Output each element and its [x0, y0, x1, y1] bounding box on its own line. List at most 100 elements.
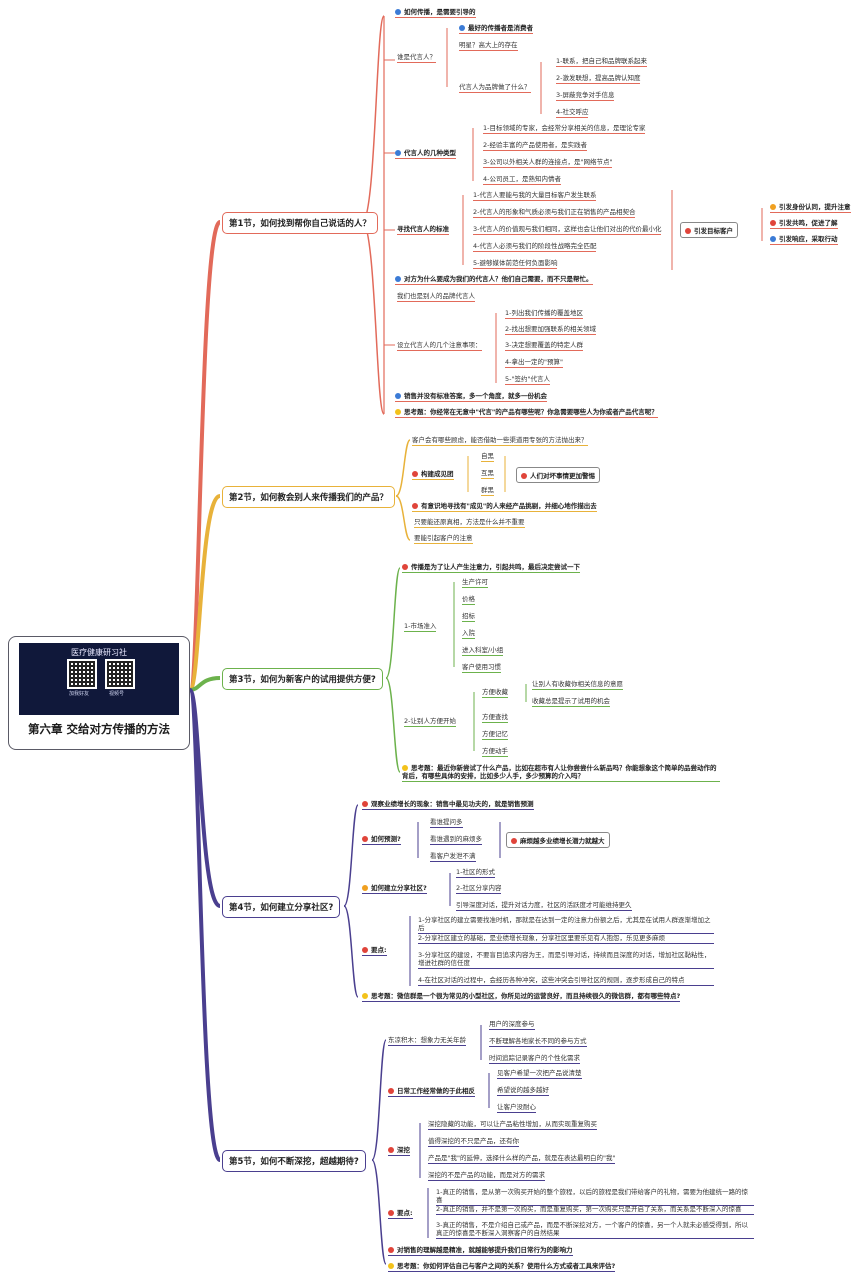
s5-dig-item[interactable]: 产品是"我"的延伸，选择什么样的产品，就是在表达最明白的"我" — [428, 1154, 616, 1164]
s1-note-item[interactable]: 2-找出想要加强联系的相关领域 — [505, 325, 596, 335]
s2-build-label[interactable]: 构建成见团 — [412, 470, 454, 480]
s4-build-item[interactable]: 引导深度对话，提升对话力度，社区的活跃度才可能维持更久 — [456, 901, 632, 911]
s4-key-label[interactable]: 要点: — [362, 946, 387, 956]
s1-criteria-item[interactable]: 1-代言人要能与我的大量目标客户发生联系 — [473, 191, 597, 201]
s3-other[interactable]: 方便记忆 — [482, 730, 508, 740]
s3-other[interactable]: 方便查找 — [482, 713, 508, 723]
s4-build-item[interactable]: 2-社区分享内容 — [456, 884, 502, 894]
s4-callout[interactable]: 麻烦越多业绩增长潜力就越大 — [506, 832, 610, 848]
s1-why-question[interactable]: 对方为什么要成为我们的代言人？他们自己需要，而不只是帮忙。 — [395, 275, 593, 285]
s2-callout[interactable]: 人们对坏事情更加警惕 — [516, 467, 600, 483]
s2-group[interactable]: 群黑 — [481, 486, 494, 496]
s1-note-item[interactable]: 3-决定想要覆盖的特定人群 — [505, 341, 583, 351]
s1-criteria-item[interactable]: 5-避够媒体前范任何负面影响 — [473, 259, 558, 269]
s3-think[interactable]: 思考题：最近你新尝试了什么产品，比如在超市有人让你尝尝什么新品吗？你能想象这个简… — [402, 764, 720, 782]
s5-daily-item[interactable]: 让客户没耐心 — [497, 1103, 536, 1113]
s1-we-are[interactable]: 我们也是别人的品牌代言人 — [397, 292, 475, 302]
s5-daily-item[interactable]: 希望说的越多越好 — [497, 1086, 549, 1096]
s4-key-item[interactable]: 3-分享社区的建设，不要盲目追求内容为王，而是引导对话，持续而且深度的对话，增加… — [418, 951, 714, 969]
s1-note-item[interactable]: 4-拿出一定的"预算" — [505, 358, 563, 368]
s1-what-label[interactable]: 代言人为品牌做了什么？ — [459, 83, 531, 93]
s1-notes-label[interactable]: 设立代言人的几个注意事项： — [397, 341, 482, 351]
s2-group[interactable]: 互黑 — [481, 469, 494, 479]
s4-observe[interactable]: 观察业绩增长的现象：销售中最见功夫的，就是销售预测 — [362, 800, 534, 810]
s5-daily-label[interactable]: 日常工作经常做的于此相反 — [388, 1087, 475, 1097]
s1-what-item[interactable]: 3-屏蔽竞争对手信息 — [556, 91, 615, 101]
s1-best-spreader[interactable]: 最好的传播者是消费者 — [459, 24, 533, 34]
s3-market-label[interactable]: 1-市场准入 — [404, 622, 437, 632]
s2-sub[interactable]: 只要能还原真相，方法是什么并不重要 — [414, 518, 525, 528]
section-5-title[interactable]: 第5节，如何不断深挖，超越期待? — [222, 1150, 366, 1172]
s1-what-item[interactable]: 2-激发联想，提高品牌认知度 — [556, 74, 641, 84]
s1-attract-item[interactable]: 引发响应，采取行动 — [770, 235, 838, 245]
s4-predict-label[interactable]: 如何预测? — [362, 835, 401, 845]
s3-market-item[interactable]: 招标 — [462, 612, 475, 622]
s1-type-item[interactable]: 2-经验丰富的产品使用者，是实践者 — [483, 141, 587, 151]
s1-attract-label[interactable]: 引发目标客户 — [680, 222, 738, 238]
s5-key-label[interactable]: 要点: — [388, 1209, 413, 1219]
section-1-title[interactable]: 第1节，如何找到帮你自己说话的人？ — [222, 212, 378, 234]
s5-dongtao-item[interactable]: 时间追踪记录客户的个性化需求 — [489, 1054, 580, 1064]
s5-dig-item[interactable]: 值得深挖的不只是产品，还有你 — [428, 1137, 519, 1147]
s3-market-item[interactable]: 客户使用习惯 — [462, 663, 501, 673]
s5-think[interactable]: 思考题：你如何评估自己与客户之间的关系？使用什么方式或者工具来评估? — [388, 1262, 616, 1272]
section-4-title[interactable]: 第4节，如何建立分享社区? — [222, 896, 341, 918]
s4-predict-item[interactable]: 看客户发泄不满 — [430, 852, 476, 862]
s1-types-label[interactable]: 代言人的几种类型 — [395, 149, 456, 159]
s4-think[interactable]: 思考题：微信群是一个很为常见的小型社区，你所见过的运营良好，而且持续很久的微信群… — [362, 992, 681, 1002]
s3-market-item[interactable]: 生产许可 — [462, 578, 488, 588]
s1-no-standard[interactable]: 销售并没有标准答案，多一个角度，就多一份机会 — [395, 392, 547, 402]
s5-dig-item[interactable]: 深挖的不是产品的功能，而是对方的需求 — [428, 1171, 545, 1181]
s5-dongtao-item[interactable]: 用户的深度参与 — [489, 1020, 535, 1030]
s3-spread[interactable]: 传播是为了让人产生注意力，引起共鸣，最后决定尝试一下 — [402, 563, 580, 573]
s1-who-label[interactable]: 谁是代言人？ — [397, 53, 436, 63]
s3-other[interactable]: 方便动手 — [482, 747, 508, 757]
s5-dig-label[interactable]: 深挖 — [388, 1146, 410, 1156]
s1-what-item[interactable]: 4-社交呼应 — [556, 108, 589, 118]
s3-market-item[interactable]: 价格 — [462, 595, 475, 605]
s1-type-item[interactable]: 3-公司以外相关人群的连接点，是"网络节点" — [483, 158, 613, 168]
s1-criteria-item[interactable]: 4-代言人必须与我们的阶段性战略完全匹配 — [473, 242, 597, 252]
s5-dongtao[interactable]: 东凉积木：想象力无关年龄 — [388, 1036, 466, 1046]
s5-dig-item[interactable]: 深挖隐藏的功能，可以让产品粘性增加，从而实现重复购买 — [428, 1120, 597, 1130]
s4-key-item[interactable]: 4-在社区对话的过程中，会经历各种冲突，这些冲突会引导社区的规则，逐步形成自己的… — [418, 976, 714, 986]
s4-key-item[interactable]: 2-分享社区建立的基础，是业绩增长现象，分享社区里要乐见有人抱怨，乐见更多麻烦 — [418, 934, 714, 944]
section-3-title[interactable]: 第3节，如何为新客户的试用提供方便? — [222, 668, 383, 690]
s2-sub[interactable]: 要能引起客户的注意 — [414, 534, 473, 544]
s3-market-item[interactable]: 进入科室/小组 — [462, 646, 504, 656]
s3-start-label[interactable]: 2-让别人方便开始 — [404, 717, 456, 727]
s5-key-item[interactable]: 1-真正的销售，是从第一次购买开始的整个旅程，以后的旅程是我们带给客户的礼物，需… — [436, 1188, 754, 1206]
s3-convenience[interactable]: 方便收藏 — [482, 688, 508, 698]
s1-criteria-label[interactable]: 寻找代言人的标准 — [397, 225, 449, 235]
s1-attract-item[interactable]: 引发身份认同，提升注意 — [770, 203, 851, 213]
s1-note-item[interactable]: 1-列出我们传播的覆盖地区 — [505, 309, 583, 319]
s1-criteria-item[interactable]: 2-代言人的形象和气质必须与我们正在销售的产品相契合 — [473, 208, 636, 218]
s4-build-label[interactable]: 如何建立分享社区? — [362, 884, 427, 894]
s5-key-item[interactable]: 3-真正的销售，不是介绍自己或产品，而是不断深挖对方，一个客户的惊喜，另一个人就… — [436, 1221, 754, 1239]
s5-key-item[interactable]: 2-真正的销售，并不是第一次购买，而是重复购买，第一次购买只是开启了关系，而关系… — [436, 1205, 754, 1215]
root-node[interactable]: 医疗健康研习社 加我好友 视频号 第六章 交给对方传播的方法 — [8, 636, 190, 750]
s1-note-item[interactable]: 5-"签约"代言人 — [505, 375, 550, 385]
s1-think[interactable]: 思考题：你经常在无意中"代言"的产品有哪些呢？你急需要哪些人为你或者产品代言呢？ — [395, 408, 658, 418]
section-2-title[interactable]: 第2节，如何教会别人来传播我们的产品？ — [222, 486, 395, 508]
s4-predict-item[interactable]: 看谁遇到的麻烦多 — [430, 835, 482, 845]
s1-what-item[interactable]: 1-联系，把自己和品牌联系起来 — [556, 57, 647, 67]
s1-type-item[interactable]: 1-目标领域的专家，会经常分享相关的信息，是理论专家 — [483, 124, 646, 134]
s1-type-item[interactable]: 4-公司员工，是熟知内情者 — [483, 175, 561, 185]
s4-predict-item[interactable]: 看谁提问多 — [430, 818, 463, 828]
s3-conv-item[interactable]: 让别人有收藏你相关信息的意愿 — [532, 680, 623, 690]
s4-build-item[interactable]: 1-社区的形式 — [456, 868, 495, 878]
s2-intro[interactable]: 客户会有哪些顾虑，能否借助一些渠道用专张的方法抛出来？ — [412, 436, 588, 446]
s1-criteria-item[interactable]: 3-代言人的价值观与我们相同，这样也会让他们对出的代价最小化 — [473, 225, 662, 235]
s1-how-spread[interactable]: 如何传播，是需要引导的 — [395, 8, 476, 18]
s2-plan[interactable]: 有意识地寻找有"成见"的人来经产品挑剔，并细心地作描出去 — [412, 502, 597, 512]
s5-daily-item[interactable]: 见客户希望一次把产品说清楚 — [497, 1069, 582, 1079]
s1-attract-item[interactable]: 引发共鸣，促进了解 — [770, 219, 838, 229]
s5-understand[interactable]: 对销售的理解越是精准，就越能够提升我们日常行为的影响力 — [388, 1246, 573, 1256]
s1-star[interactable]: 明星？高大上的存在 — [459, 41, 518, 51]
s4-key-item[interactable]: 1-分享社区的建立需要找准时机，那就是在达到一定的注意力份额之后，尤其是在试用人… — [418, 916, 714, 934]
s3-market-item[interactable]: 入院 — [462, 629, 475, 639]
s5-dongtao-item[interactable]: 不断理解各地家长不同的参与方式 — [489, 1037, 587, 1047]
s2-group[interactable]: 自黑 — [481, 452, 494, 462]
s3-conv-item[interactable]: 收藏总是提示了试用的机会 — [532, 697, 610, 707]
